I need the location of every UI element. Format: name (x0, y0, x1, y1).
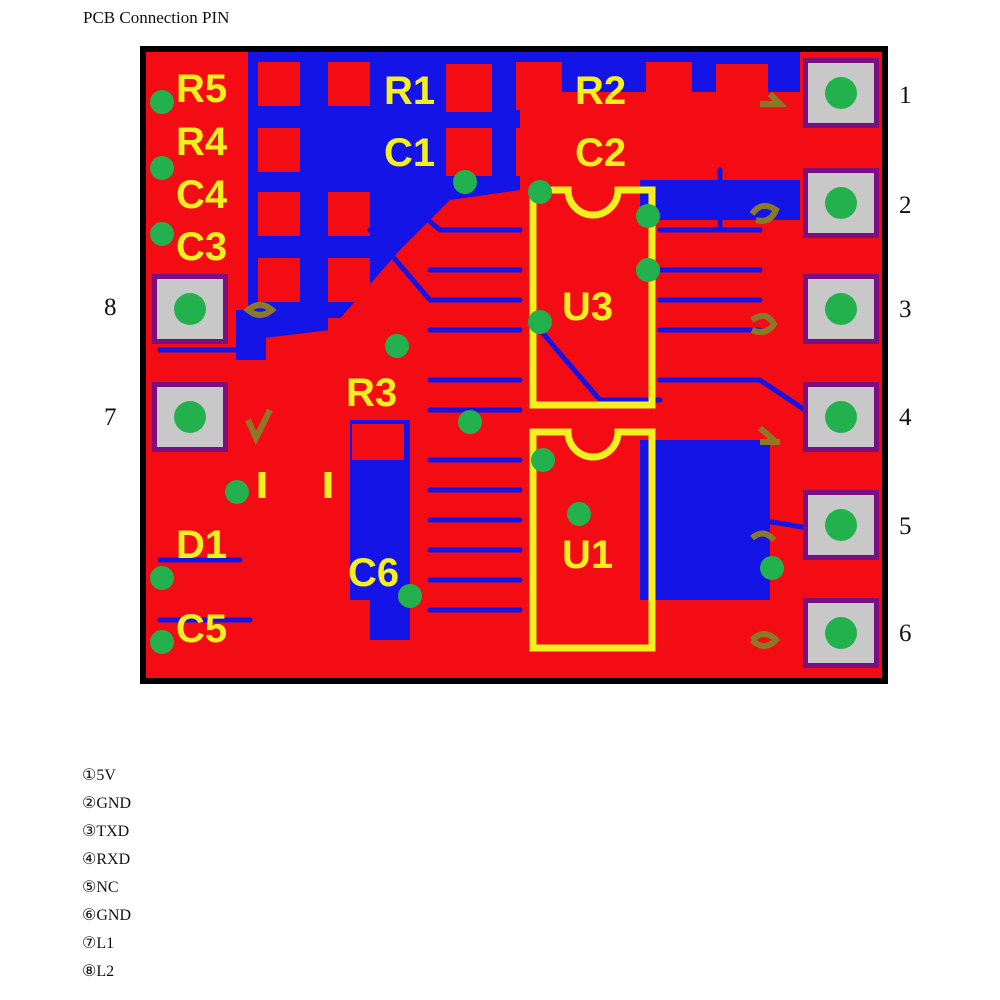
legend-item-6: ⑥GND (82, 907, 132, 924)
pin-number-1: 1 (899, 82, 912, 109)
u1-outline (529, 428, 656, 652)
legend-item-4: ④RXD (82, 851, 131, 868)
ic-outlines (529, 186, 656, 652)
label-r2: R2 (575, 69, 626, 113)
component-labels: R5 R4 C4 C3 R1 C1 R2 C2 U3 R3 U1 D1 C6 C… (176, 67, 626, 651)
label-r1: R1 (384, 69, 435, 113)
label-r4: R4 (176, 120, 228, 164)
label-r5: R5 (176, 67, 227, 111)
pin-number-8: 8 (104, 294, 117, 321)
bottom-copper-regions (236, 52, 800, 640)
right-connector-pads (803, 58, 879, 668)
pin-legend: ①5V ②GND ③TXD ④RXD ⑤NC ⑥GND ⑦L1 ⑧L2 (82, 762, 131, 986)
pin-number-2: 2 (899, 192, 912, 219)
pin-number-4: 4 (899, 404, 912, 431)
legend-item-3: ③TXD (82, 823, 130, 840)
legend-item-8: ⑧L2 (82, 963, 115, 980)
pin-number-5: 5 (899, 513, 912, 540)
label-r3: R3 (346, 371, 397, 415)
traces (157, 107, 823, 623)
pin-number-3: 3 (899, 296, 912, 323)
label-u1: U1 (562, 533, 613, 577)
label-c2: C2 (575, 131, 626, 175)
bottom-silk-marks (243, 91, 788, 649)
label-c5: C5 (176, 607, 227, 651)
left-connector-pads (152, 274, 228, 452)
label-u3: U3 (562, 285, 613, 329)
legend-item-2: ②GND (82, 795, 132, 812)
pin-number-6: 6 (899, 620, 912, 647)
legend-item-7: ⑦L1 (82, 935, 115, 952)
legend-item-1: ①5V (82, 767, 116, 784)
label-c6: C6 (348, 551, 399, 595)
legend-item-5: ⑤NC (82, 879, 119, 896)
pin-number-7: 7 (104, 404, 117, 431)
label-c1: C1 (384, 131, 435, 175)
smd-pads (256, 62, 768, 640)
vias (150, 90, 784, 654)
pcb-board: R5 R4 C4 C3 R1 C1 R2 C2 U3 R3 U1 D1 C6 C… (140, 46, 888, 684)
label-c4: C4 (176, 173, 228, 217)
u3-outline (529, 186, 656, 409)
d1-marks (258, 472, 332, 498)
page-title: PCB Connection PIN (83, 8, 230, 27)
label-d1: D1 (176, 523, 227, 567)
label-c3: C3 (176, 225, 227, 269)
